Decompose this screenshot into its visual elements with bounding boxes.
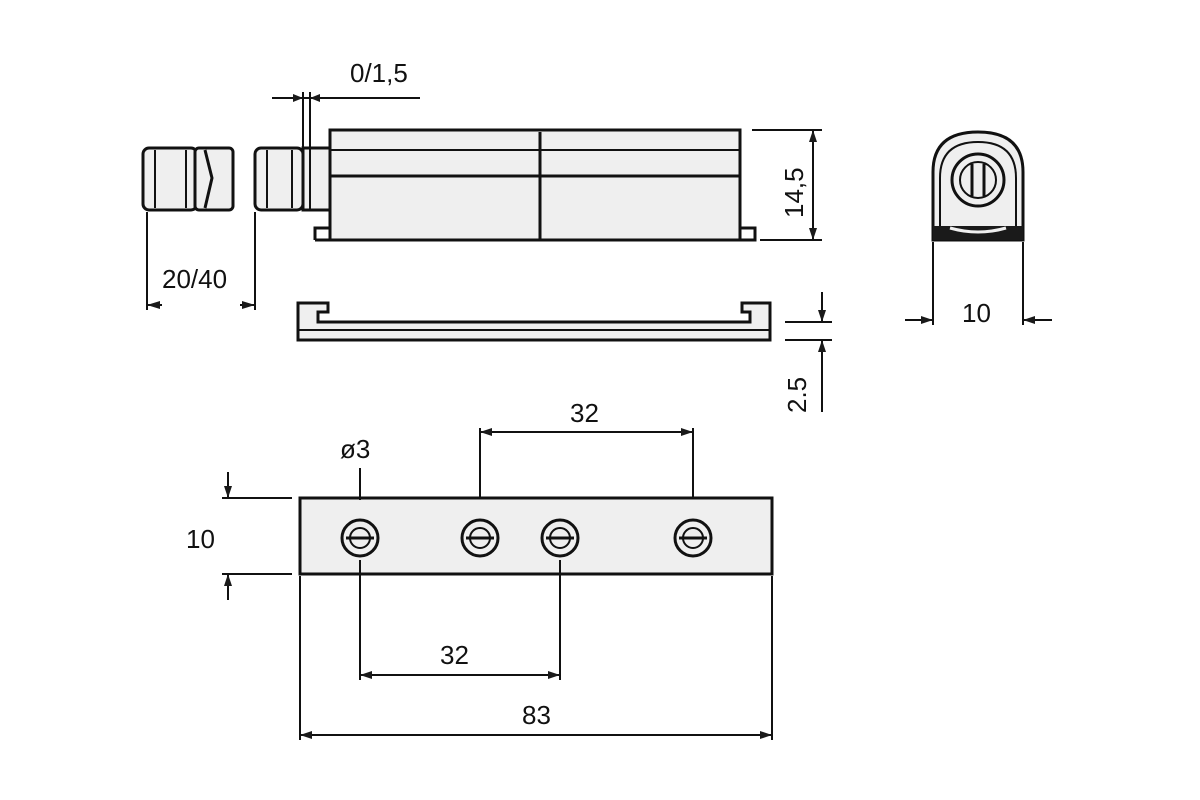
dimension-end-width: 10: [905, 242, 1052, 328]
pusher-tip-extended: [141, 146, 235, 212]
dimension-gap-label: 0/1,5: [350, 58, 408, 88]
dimension-plate-length: 83: [299, 576, 773, 740]
latch-end-view: [931, 130, 1025, 242]
dimension-hole-spacing-top: 32: [479, 398, 694, 498]
dimension-hole-diameter: ø3: [340, 434, 370, 500]
dimension-stroke-label: 20/40: [162, 264, 227, 294]
dimension-stroke: 20/40: [146, 212, 256, 310]
screw-hole-3: [540, 518, 580, 558]
dimension-plate-length-label: 83: [522, 700, 551, 730]
dimension-hole-spacing-top-label: 32: [570, 398, 599, 428]
latch-body-side-view: [313, 128, 757, 242]
screw-hole-1: [340, 518, 380, 558]
dimension-hole-spacing-bottom-label: 32: [440, 640, 469, 670]
dimension-end-width-label: 10: [962, 298, 991, 328]
screw-hole-2: [460, 518, 500, 558]
dimension-hole-diameter-label: ø3: [340, 434, 370, 464]
dimension-rail-thickness-label: 2.5: [782, 377, 812, 413]
dimension-plate-width: 10: [186, 472, 292, 600]
dimension-hole-spacing-bottom: 32: [359, 560, 561, 680]
dimension-body-height: 14,5: [752, 129, 822, 241]
dimension-gap: 0/1,5: [272, 58, 420, 148]
dimension-rail-thickness: 2.5: [782, 292, 832, 413]
dimension-body-height-label: 14,5: [779, 167, 809, 218]
pusher-tip-retracted: [253, 146, 332, 212]
dimension-plate-width-label: 10: [186, 524, 215, 554]
strike-rail-side-view: [296, 301, 772, 342]
screw-hole-4: [673, 518, 713, 558]
